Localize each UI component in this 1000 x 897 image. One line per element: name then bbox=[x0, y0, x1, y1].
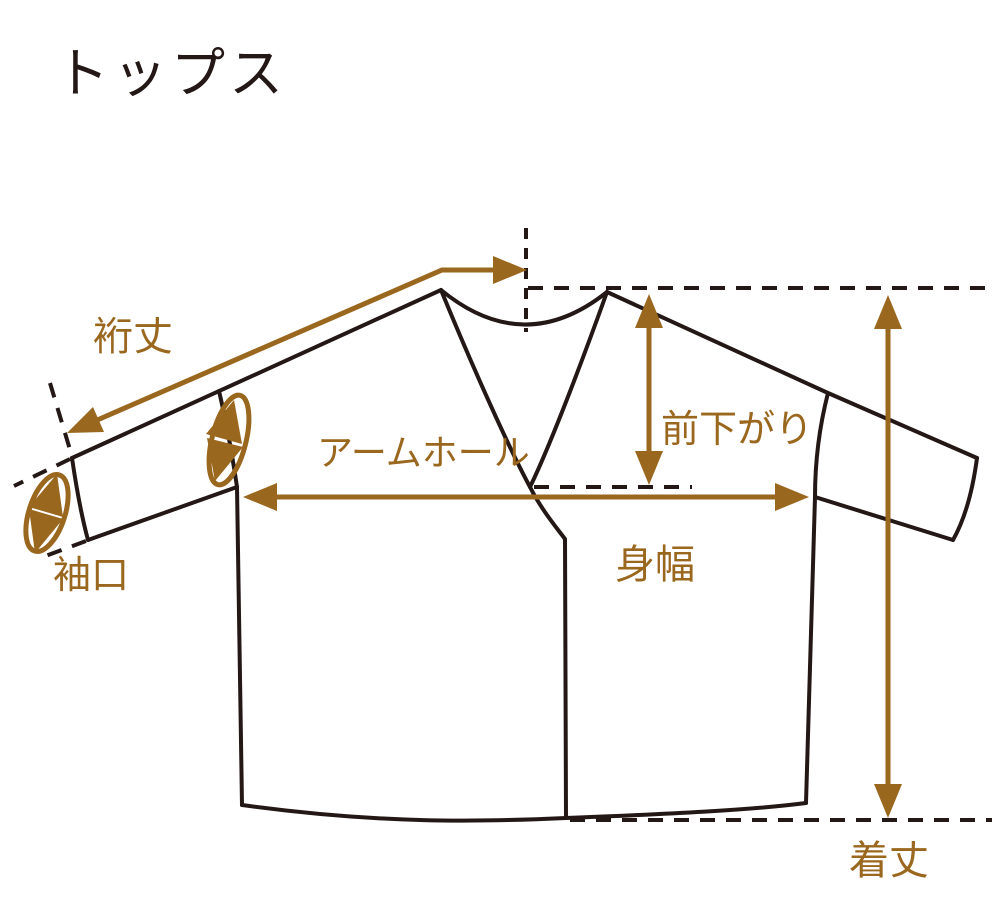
left-wrap-front-edge bbox=[439, 288, 568, 819]
left-armhole-seam bbox=[217, 389, 239, 489]
right-cuff-edge bbox=[951, 456, 979, 542]
armhole-measure bbox=[206, 392, 252, 488]
maesagari-measure-arrow bbox=[635, 294, 663, 485]
guide-lines bbox=[13, 228, 992, 822]
cuff-extension-guide bbox=[48, 382, 73, 454]
right-side-seam bbox=[804, 495, 817, 805]
sodeguchi-measure bbox=[23, 472, 71, 554]
mihaba-arrowhead-right-icon bbox=[775, 483, 809, 511]
sodeguchi-label: 袖口 bbox=[53, 553, 129, 597]
maesagari-label: 前下がり bbox=[661, 407, 813, 451]
right-sleeve-underside bbox=[813, 495, 955, 542]
kitake-arrowhead-up-icon bbox=[874, 295, 902, 329]
armhole-arrowhead-up-icon bbox=[206, 400, 242, 444]
mihaba-measure-arrow bbox=[243, 483, 809, 511]
right-wrap-front-edge bbox=[528, 290, 609, 489]
left-side-seam bbox=[235, 485, 244, 807]
back-neckline bbox=[439, 288, 609, 327]
kitake-arrowhead-down-icon bbox=[874, 784, 902, 818]
yukitake-arrowhead-right-icon bbox=[493, 256, 527, 284]
left-cuff-edge bbox=[70, 456, 90, 542]
kitake-label: 着丈 bbox=[849, 838, 929, 884]
sodeguchi-arrowhead-up-icon bbox=[29, 474, 63, 517]
maesagari-arrowhead-down-icon bbox=[635, 451, 663, 485]
yukitake-label: 裄丈 bbox=[93, 314, 173, 360]
right-armhole-seam bbox=[813, 391, 830, 499]
armhole-arrowhead-down-icon bbox=[207, 438, 243, 481]
left-sleeve-underside bbox=[86, 485, 239, 542]
mihaba-arrowhead-left-icon bbox=[243, 483, 277, 511]
left-sleeve-top-edge bbox=[70, 288, 443, 460]
sleeve-bottom-extension-guide bbox=[39, 539, 87, 560]
yukitake-measure-arrow bbox=[67, 256, 527, 433]
yukitake-arrowhead-left-icon bbox=[67, 407, 104, 433]
garment-outline bbox=[70, 288, 979, 823]
sleeve-top-extension-guide bbox=[13, 457, 71, 488]
page-title: トップス bbox=[55, 42, 287, 105]
mihaba-label: 身幅 bbox=[615, 542, 695, 588]
yukitake-shaft bbox=[94, 267, 494, 424]
kitake-measure-arrow bbox=[874, 295, 902, 818]
sodeguchi-ellipse bbox=[23, 472, 71, 554]
sodeguchi-arrowhead-down-icon bbox=[29, 509, 63, 553]
hem-edge bbox=[240, 801, 808, 823]
armhole-label: アームホール bbox=[317, 433, 530, 474]
maesagari-arrowhead-up-icon bbox=[635, 294, 663, 328]
armhole-ellipse bbox=[206, 392, 252, 488]
